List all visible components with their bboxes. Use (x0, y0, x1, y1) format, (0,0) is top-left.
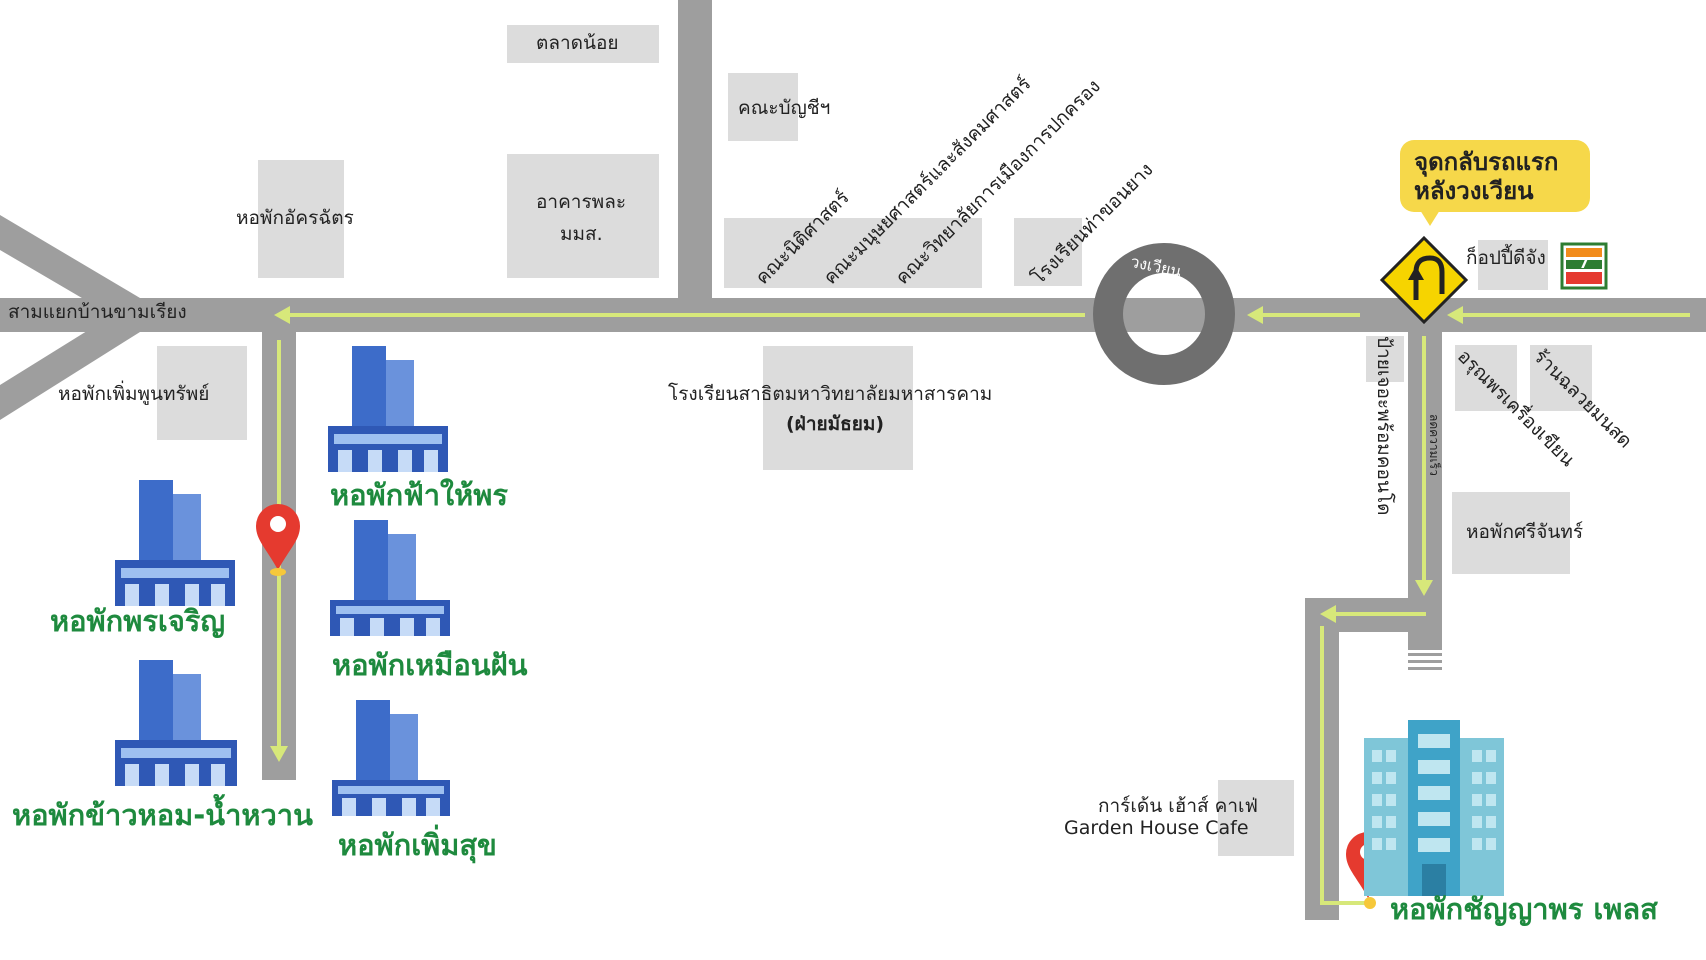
dorm-muean-fan-label: หอพักเหมือนฝัน (332, 648, 528, 682)
bus-stop-label: ป้ายเจอะพร้อมคอนโด (1373, 336, 1395, 516)
aksorn-dorm-label: หอพักอัครฉัตร (236, 207, 354, 229)
accounting-label: คณะบัญชีฯ (738, 97, 831, 119)
talat-noi-box (507, 25, 659, 63)
demo-school-box (763, 346, 913, 470)
sri-chan-box (1452, 492, 1570, 574)
u-turn-callout: จุดกลับรถแรก หลังวงเวียน (1400, 140, 1590, 226)
speed-bump-icon (1408, 646, 1442, 670)
talat-noi-label: ตลาดน้อย (536, 32, 619, 54)
location-pin-icon (256, 504, 300, 576)
cafe-label-th: การ์เด้น เฮ้าส์ คาเฟ่ (1098, 795, 1258, 817)
roundabout (1093, 243, 1235, 385)
demo-school-line2: (ฝ่ายมัธยม) (786, 413, 885, 435)
dorm-phoemsuk-label: หอพักเพิ่มสุข (338, 828, 497, 862)
building-icon (1364, 720, 1504, 896)
demo-school-line1: โรงเรียนสาธิตมหาวิทยาลัยมหาสารคาม (668, 383, 993, 405)
road-west-upper (0, 215, 140, 332)
dorm-khaohom-label: หอพักข้าวหอม-น้ำหวาน (12, 798, 313, 832)
callout-line1: จุดกลับรถแรก (1414, 148, 1559, 176)
u-turn-sign-icon (1379, 235, 1469, 325)
goppiidijang-box (1478, 240, 1548, 290)
goppiidijang-label: ก็อปปี้ดีจัง (1466, 247, 1546, 269)
chaloei-box (1530, 345, 1592, 411)
building-icon (115, 660, 237, 786)
svg-text:7: 7 (1579, 256, 1589, 272)
route-arrowheads (270, 306, 1463, 762)
phoemphun-box (157, 346, 247, 440)
seven-eleven-logo-icon: 7 (1560, 242, 1608, 290)
speed-bump-label: ลดความเร็ว (1427, 414, 1441, 476)
road-west-lower (0, 298, 140, 420)
sri-chan-label: หอพักศรีจันทร์ (1466, 521, 1584, 543)
sports-building-line1: อาคารพละ (536, 191, 627, 213)
phoemphun-label: หอพักเพิ่มพูนทรัพย์ (58, 383, 210, 405)
bus-stop-box (1366, 336, 1404, 382)
sports-building-box (507, 154, 659, 278)
building-icon (330, 520, 450, 636)
building-icon (115, 480, 235, 606)
callout-line2: หลังวงเวียน (1414, 176, 1534, 205)
dorm-faa-haipon-label: หอพักฟ้าให้พร (330, 478, 508, 512)
dorm-porn-charoen-label: หอพักพรเจริญ (50, 604, 226, 638)
faculties-box (724, 218, 982, 288)
building-icon (328, 346, 448, 472)
sports-building-line2: มมส. (560, 223, 603, 245)
cafe-box (1218, 780, 1294, 856)
junction-label: สามแยกบ้านขามเรียง (8, 301, 187, 323)
building-icon (332, 700, 450, 816)
dorm-chanyaporn-label: หอพักชัญญาพร เพลส (1390, 892, 1658, 926)
arunporn-box (1455, 345, 1517, 411)
aksorn-dorm-box (258, 160, 344, 278)
accounting-box (728, 73, 798, 141)
thakhonyang-school-box (1014, 218, 1082, 286)
cafe-label-en: Garden House Cafe (1064, 817, 1249, 839)
road-north (678, 0, 712, 298)
